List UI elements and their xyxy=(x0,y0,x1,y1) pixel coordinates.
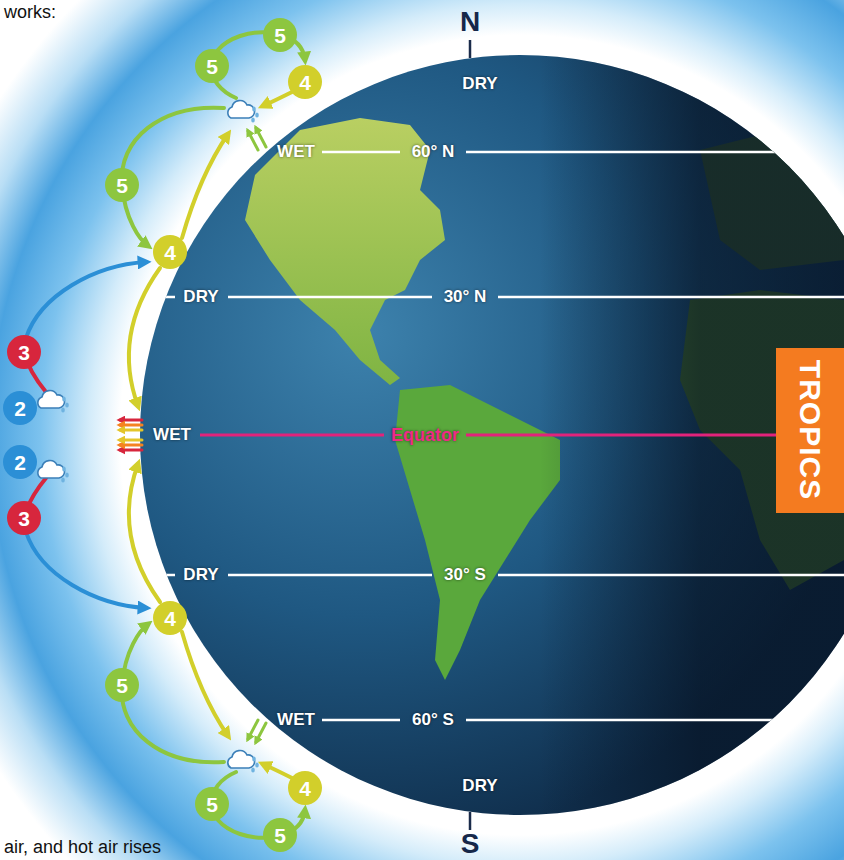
callout-number: 5 xyxy=(206,56,218,77)
equator-rising-air xyxy=(120,419,142,422)
axis-lines xyxy=(469,40,472,830)
callout-number: 3 xyxy=(18,342,30,363)
callout-number: 5 xyxy=(116,675,128,696)
region-label: TROPICS xyxy=(795,360,825,500)
callout-number: 5 xyxy=(116,175,128,196)
body-text: works: xyxy=(4,2,56,23)
callout-circle: 5 xyxy=(263,18,297,52)
hadley-upper-cool xyxy=(26,262,146,338)
callout-circle: 3 xyxy=(7,501,41,535)
callout-circle: 3 xyxy=(7,335,41,369)
callout-number: 4 xyxy=(299,778,311,799)
westerly-wind xyxy=(182,134,228,238)
callout-number: 4 xyxy=(164,242,176,263)
climate-label: DRY xyxy=(462,74,497,94)
trade-wind xyxy=(129,268,160,406)
callout-circle: 5 xyxy=(195,787,229,821)
callout-circle: 4 xyxy=(288,65,322,99)
callout-circle: 5 xyxy=(195,49,229,83)
circulation-arrows-south xyxy=(24,440,305,838)
polar-easterly xyxy=(263,92,292,106)
callout-circle: 5 xyxy=(263,818,297,852)
rising-air xyxy=(256,128,266,147)
rain-cloud xyxy=(38,391,69,413)
latitude-label: 60° S xyxy=(412,710,454,730)
latitude-label: 60° N xyxy=(412,142,455,162)
callout-circle: 2 xyxy=(3,445,37,479)
equator-rising-air xyxy=(120,424,142,427)
callout-number: 5 xyxy=(274,25,286,46)
compass-label: S xyxy=(461,828,480,860)
climate-label: DRY xyxy=(462,776,497,796)
callout-number: 5 xyxy=(274,825,286,846)
equator-label: Equator xyxy=(391,425,459,446)
latitude-label: 30° N xyxy=(444,287,487,307)
climate-label: WET xyxy=(277,142,315,162)
equator-line xyxy=(200,434,776,437)
callout-circle: 5 xyxy=(105,668,139,702)
callout-circle: 5 xyxy=(105,168,139,202)
climate-label: DRY xyxy=(183,287,218,307)
callout-number: 2 xyxy=(14,398,26,419)
equator-rising-air xyxy=(120,429,142,432)
region-tab: TROPICS xyxy=(776,348,844,513)
compass-label: N xyxy=(460,6,480,38)
callout-number: 5 xyxy=(206,794,218,815)
rain-cloud xyxy=(228,101,259,123)
climate-label: WET xyxy=(277,710,315,730)
callout-circle: 4 xyxy=(153,601,187,635)
callout-circle: 2 xyxy=(3,391,37,425)
callout-number: 4 xyxy=(299,72,311,93)
rain-cloud xyxy=(228,751,259,773)
latitude-lines xyxy=(150,152,844,720)
callout-number: 4 xyxy=(164,608,176,629)
callout-circle: 4 xyxy=(153,235,187,269)
callout-circle: 4 xyxy=(288,771,322,805)
climate-label: DRY xyxy=(183,565,218,585)
latitude-label: 30° S xyxy=(444,565,486,585)
body-text: air, and hot air rises xyxy=(4,837,161,858)
circulation-arrows xyxy=(24,32,305,430)
callout-number: 3 xyxy=(18,508,30,529)
rain-cloud xyxy=(38,461,69,483)
climate-label: WET xyxy=(153,425,191,445)
rising-air xyxy=(248,131,258,150)
callout-number: 2 xyxy=(14,452,26,473)
